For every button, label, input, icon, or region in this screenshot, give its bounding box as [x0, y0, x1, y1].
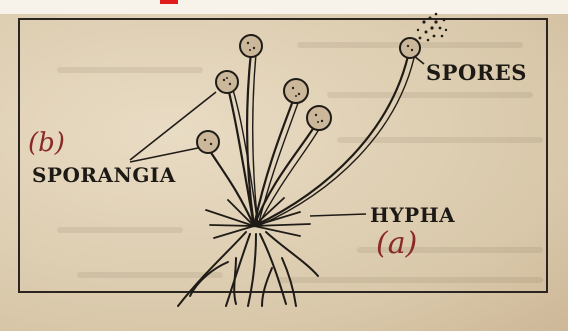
stalk	[228, 88, 254, 226]
sporangium	[197, 131, 219, 153]
sporangium	[400, 38, 420, 58]
hypha-label: HYPHA	[370, 203, 455, 227]
released-spores	[417, 13, 447, 42]
sporangium	[284, 79, 308, 103]
spores-leader	[414, 56, 424, 64]
sporangium	[307, 106, 331, 130]
sporangia-leader	[130, 148, 198, 162]
sporangium	[240, 35, 262, 57]
spores-label: SPORES	[426, 60, 527, 85]
annotation-a: (a)	[376, 226, 417, 261]
sporangium	[216, 71, 238, 93]
annotation-b: (b)	[28, 128, 65, 158]
hypha-leader	[310, 214, 366, 216]
sporangia-label: SPORANGIA	[32, 163, 176, 187]
